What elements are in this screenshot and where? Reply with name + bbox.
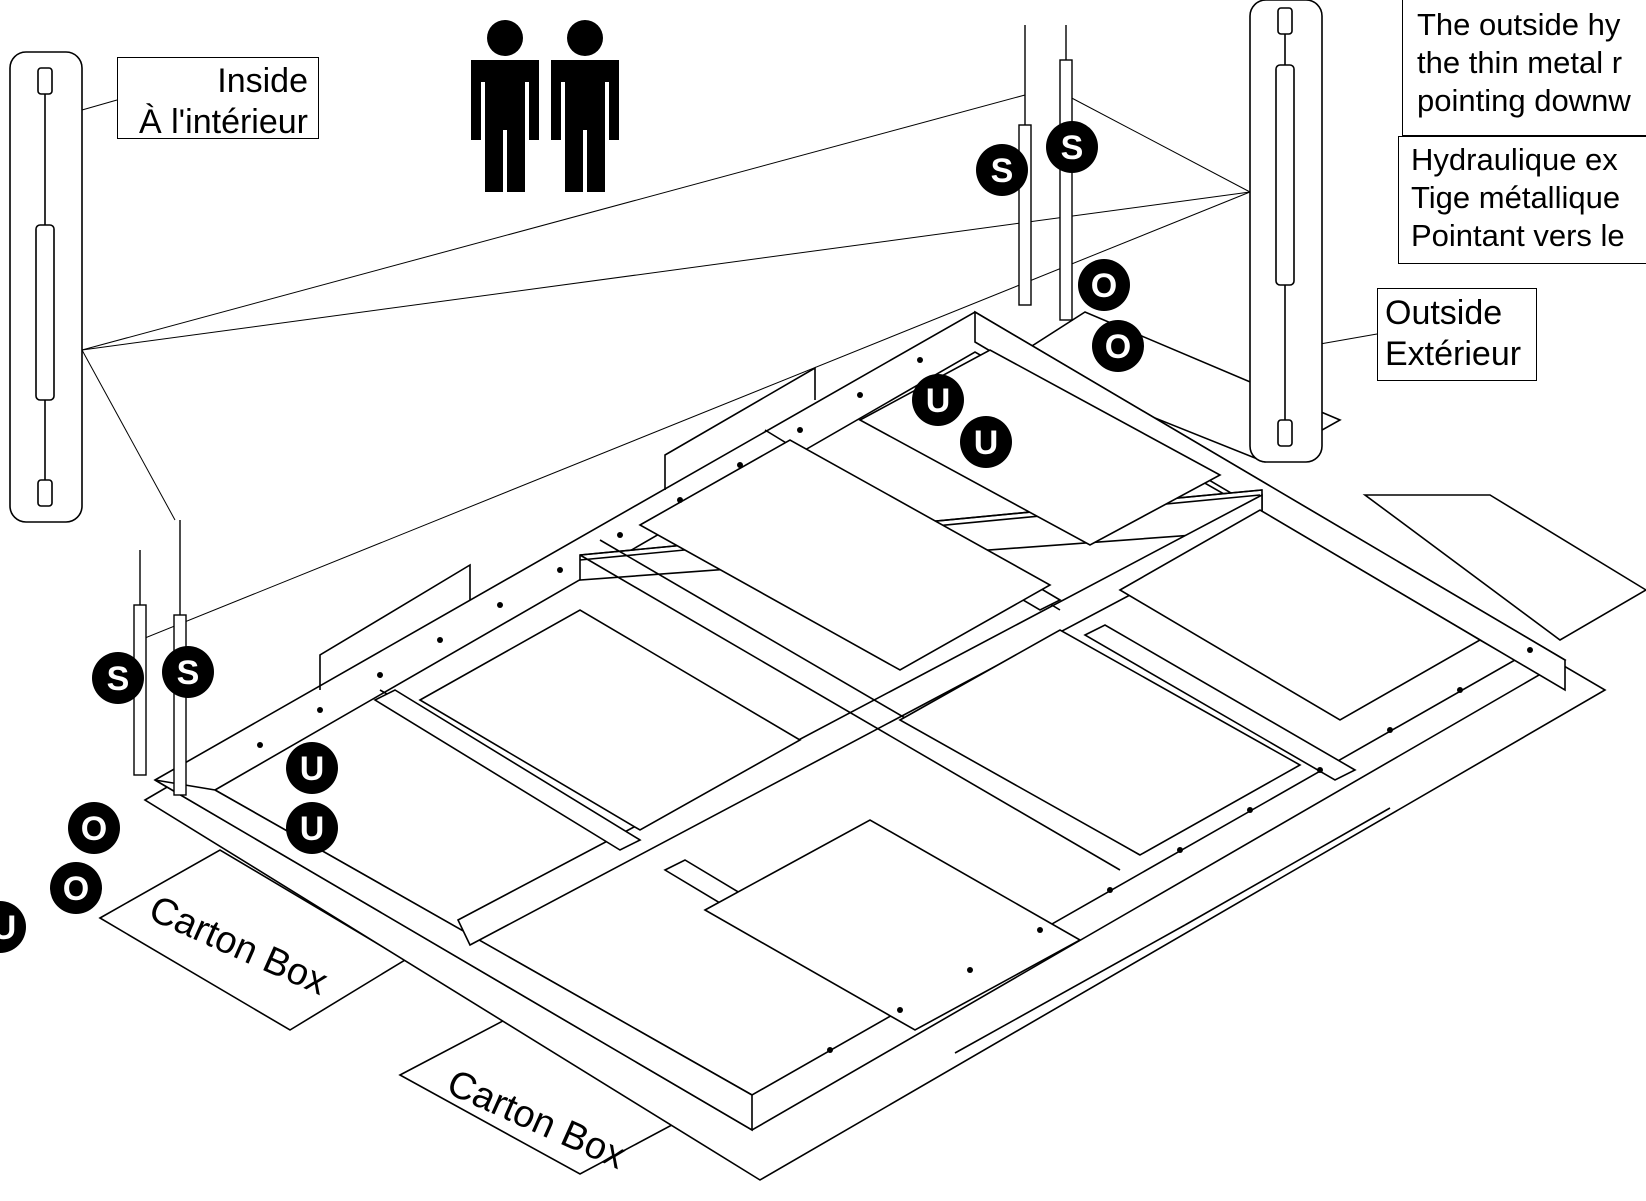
svg-text:U: U bbox=[974, 424, 999, 462]
note-en-line: The outside hy bbox=[1417, 7, 1621, 42]
two-people-icon bbox=[471, 20, 619, 192]
part-marker-letters: S S S S O O O O U U U U U bbox=[0, 129, 1131, 947]
note-fr-line: Pointant vers le bbox=[1411, 217, 1625, 253]
outside-label-fr: Extérieur bbox=[1385, 335, 1522, 374]
hydraulic-piston-outside bbox=[1249, 0, 1323, 463]
svg-text:U: U bbox=[0, 909, 16, 947]
inside-label-fr: À l'intérieur bbox=[138, 103, 308, 142]
bed-frame bbox=[153, 310, 1567, 1132]
svg-text:S: S bbox=[1061, 129, 1084, 167]
rail-holes bbox=[257, 357, 1533, 1053]
inside-label-en: Inside bbox=[217, 62, 308, 100]
svg-text:S: S bbox=[991, 152, 1014, 190]
part-markers bbox=[0, 121, 1144, 953]
note-fr-line: Tige métallique bbox=[1411, 179, 1621, 215]
svg-text:O: O bbox=[1105, 328, 1131, 366]
outside-label-en: Outside bbox=[1385, 294, 1503, 332]
svg-text:U: U bbox=[300, 750, 325, 788]
instruction-note-en: The outside hy the thin metal r pointing… bbox=[1402, 0, 1646, 136]
svg-text:S: S bbox=[107, 660, 130, 698]
note-fr-line: Hydraulique ex bbox=[1411, 142, 1618, 177]
hydraulic-piston-inside bbox=[9, 51, 83, 523]
svg-text:S: S bbox=[177, 654, 200, 692]
svg-text:U: U bbox=[300, 810, 325, 848]
svg-text:O: O bbox=[63, 870, 89, 908]
instruction-note-fr: Hydraulique ex Tige métallique Pointant … bbox=[1398, 136, 1646, 264]
outside-label: Outside Extérieur bbox=[1377, 288, 1537, 381]
note-en-line: pointing downw bbox=[1417, 82, 1631, 118]
svg-text:U: U bbox=[926, 382, 951, 420]
svg-text:O: O bbox=[81, 810, 107, 848]
svg-text:O: O bbox=[1091, 267, 1117, 305]
note-en-line: the thin metal r bbox=[1417, 44, 1623, 80]
inside-label: Inside À l'intérieur bbox=[117, 57, 319, 141]
